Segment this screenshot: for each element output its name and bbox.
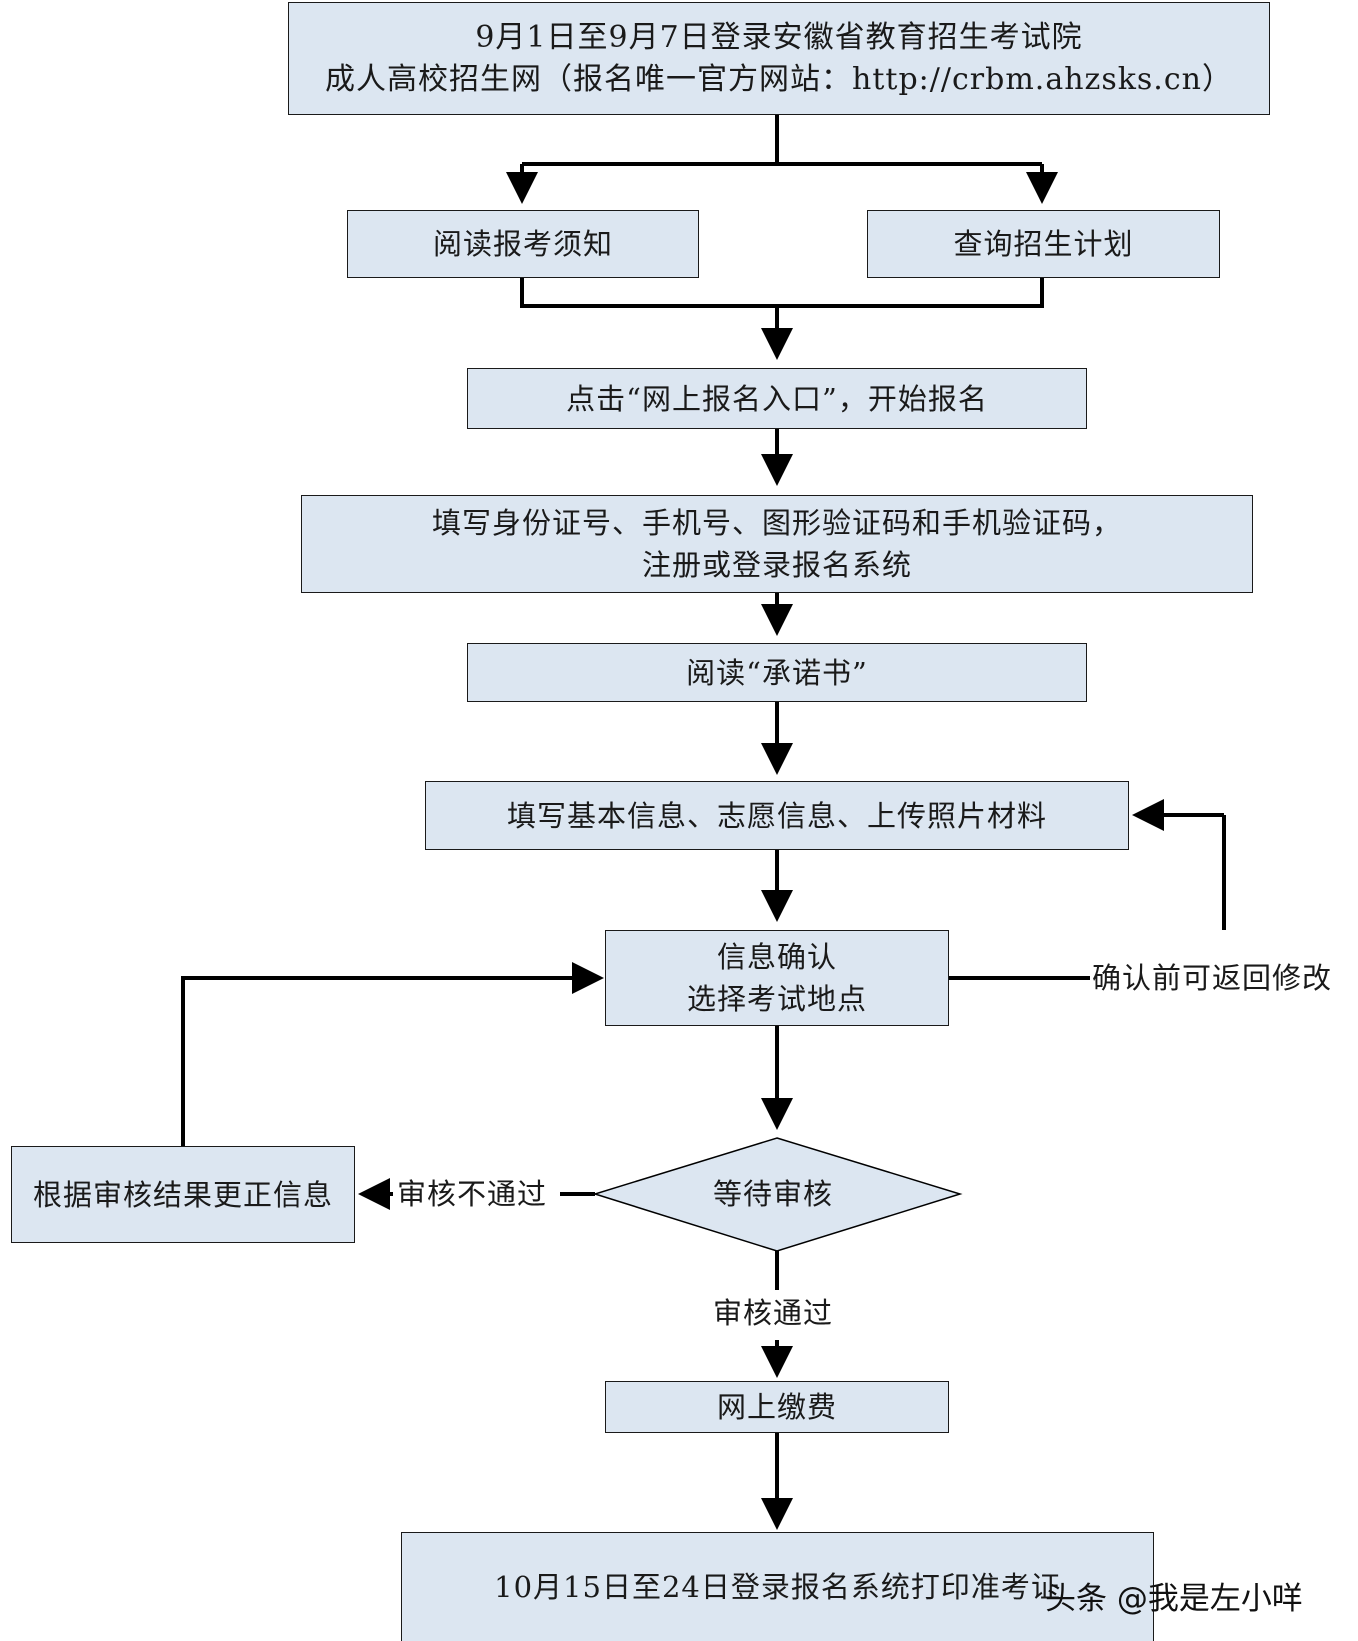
- register-line1: 填写身份证号、手机号、图形验证码和手机验证码，: [431, 506, 1122, 540]
- wait-review-label: 等待审核: [713, 1177, 834, 1211]
- confirm-line2: 选择考试地点: [686, 982, 867, 1016]
- register-line2: 注册或登录报名系统: [641, 548, 912, 582]
- start-box: 9月1日至9月7日登录安徽省教育招生考试院 成人高校招生网（报名唯一官方网站：h…: [288, 2, 1270, 115]
- read-notice-label: 阅读报考须知: [432, 227, 613, 261]
- start-line2: 成人高校招生网（报名唯一官方网站：http://crbm.ahzsks.cn）: [325, 61, 1233, 97]
- pay-online-label: 网上缴费: [716, 1390, 837, 1424]
- correct-info-box: 根据审核结果更正信息: [11, 1146, 355, 1243]
- connector-return-right: [949, 815, 1226, 980]
- start-line1: 9月1日至9月7日登录安徽省教育招生考试院: [475, 19, 1083, 55]
- read-notice-box: 阅读报考须知: [347, 210, 699, 278]
- review-fail-label: 审核不通过: [393, 1176, 552, 1212]
- query-plan-box: 查询招生计划: [867, 210, 1220, 278]
- correct-info-label: 根据审核结果更正信息: [32, 1177, 333, 1212]
- fill-info-label: 填写基本信息、志愿信息、上传照片材料: [506, 798, 1047, 833]
- watermark: 头条 @我是左小咩: [1045, 1573, 1303, 1618]
- fill-info-box: 填写基本信息、志愿信息、上传照片材料: [425, 781, 1129, 850]
- review-pass-label: 审核通过: [713, 1295, 834, 1331]
- confirm-line1: 信息确认: [716, 940, 837, 974]
- decision-diamond: [592, 1137, 963, 1252]
- click-entry-box: 点击“网上报名入口”，开始报名: [467, 368, 1087, 429]
- pay-online-box: 网上缴费: [605, 1381, 949, 1433]
- connector-merge: [520, 278, 1044, 308]
- connector-start-split: [522, 115, 1042, 166]
- click-entry-label: 点击“网上报名入口”，开始报名: [566, 381, 988, 416]
- return-before-confirm-label: 确认前可返回修改: [1090, 960, 1335, 996]
- read-pledge-box: 阅读“承诺书”: [467, 643, 1087, 702]
- query-plan-label: 查询招生计划: [953, 227, 1134, 261]
- watermark-text: 头条 @我是左小咩: [1045, 1581, 1303, 1617]
- connector-correct-loop: [181, 976, 580, 1146]
- register-box: 填写身份证号、手机号、图形验证码和手机验证码， 注册或登录报名系统: [301, 495, 1253, 593]
- read-pledge-label: 阅读“承诺书”: [686, 655, 868, 690]
- print-ticket-box: 10月15日至24日登录报名系统打印准考证: [401, 1532, 1154, 1641]
- confirm-box: 信息确认 选择考试地点: [605, 930, 949, 1026]
- print-ticket-label: 10月15日至24日登录报名系统打印准考证: [494, 1570, 1061, 1604]
